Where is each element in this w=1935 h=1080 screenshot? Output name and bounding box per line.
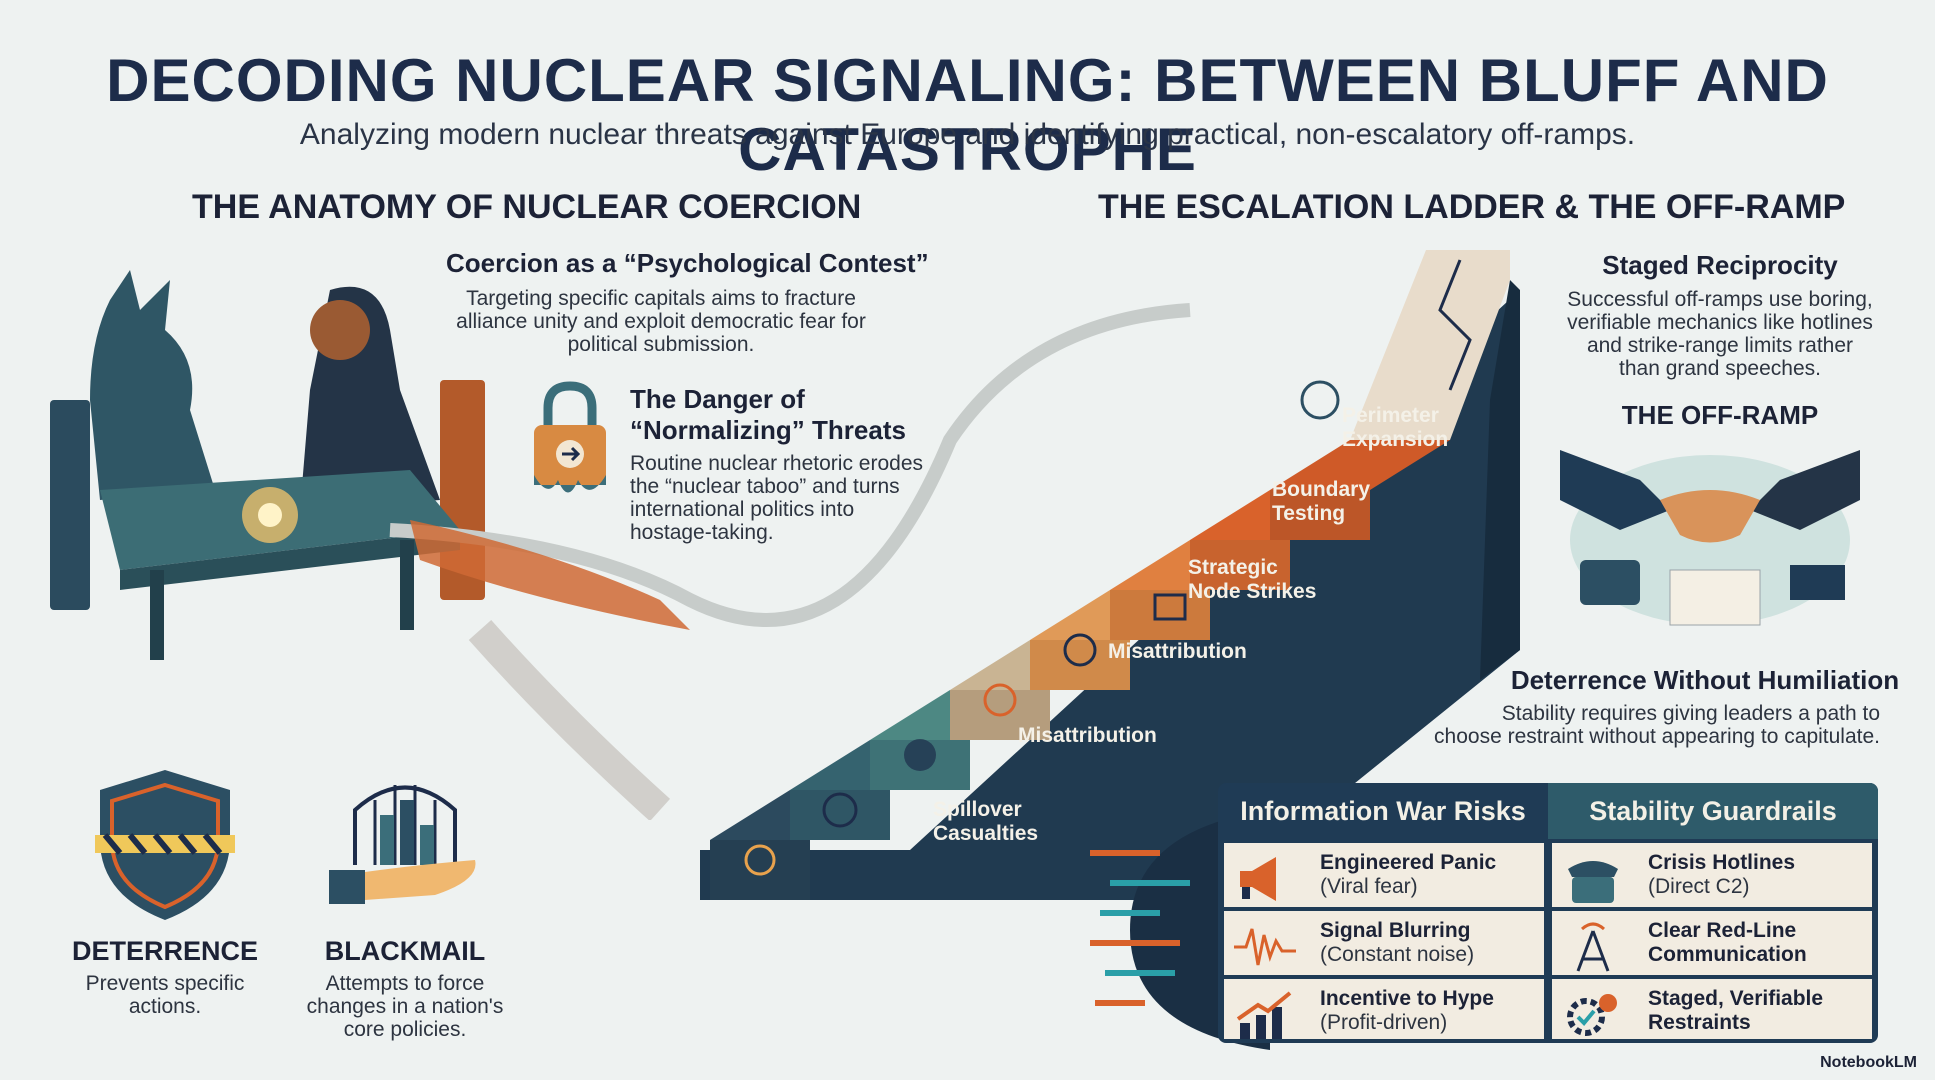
step-perimeter-line-2: Expansion	[1342, 428, 1449, 451]
telephone-icon	[1568, 861, 1618, 903]
danger-text: Routine nuclear rhetoric erodes the “nuc…	[630, 452, 923, 544]
guardrail-title: Clear Red-Line	[1648, 919, 1797, 942]
risk-title: Incentive to Hype	[1320, 987, 1494, 1010]
guardrail-title: Staged, Verifiable	[1648, 987, 1824, 1010]
reciprocity-line-4: than grand speeches.	[1619, 357, 1821, 380]
humiliation-line-1: Stability requires giving leaders a path…	[1501, 702, 1880, 725]
blur-icon	[904, 739, 936, 771]
step-boundary-line-2: Testing	[1272, 502, 1346, 525]
humiliation-line-2: choose restraint without appearing to ca…	[1434, 725, 1880, 748]
humiliation-text: Stability requires giving leaders a path…	[1430, 702, 1880, 748]
signal-icon	[744, 844, 776, 876]
contest-line-3: political submission.	[567, 333, 755, 356]
step-spillover-line-1: Spillover	[933, 798, 1022, 821]
broadcast-icon	[822, 792, 858, 828]
section-heading-ladder: THE ESCALATION LADDER & THE OFF-RAMP	[1098, 188, 1846, 226]
page-title: DECODING NUCLEAR SIGNALING: BETWEEN BLUF…	[106, 47, 1829, 183]
crack-icon	[1438, 259, 1472, 391]
step-label-strategic-node: Strategic Node Strikes	[1188, 556, 1316, 604]
book-icon	[1790, 565, 1845, 600]
danger-title-line-1: The Danger of	[630, 384, 805, 414]
step-strategic-line-1: Strategic	[1188, 556, 1278, 579]
handshake-illustration	[1560, 450, 1860, 626]
guardrails-header: Stability Guardrails	[1548, 783, 1878, 839]
risk-title: Engineered Panic	[1320, 851, 1497, 874]
risk-title: Signal Blurring	[1320, 919, 1471, 942]
step-label-perimeter-expansion: Perimeter Expansion	[1342, 404, 1448, 452]
guardrail-title: Crisis Hotlines	[1648, 851, 1796, 874]
danger-line-2: the “nuclear taboo” and turns	[630, 475, 900, 498]
guardrail-row: Staged, Verifiable Restraints	[1552, 979, 1872, 1039]
deterrence-title: DETERRENCE	[71, 936, 259, 966]
page-subtitle: Analyzing modern nuclear threats against…	[299, 118, 1636, 151]
danger-line-4: hostage-taking.	[630, 521, 774, 544]
guardrail-row: Crisis Hotlines (Direct C2)	[1552, 843, 1872, 907]
step-label-misattribution-2: Misattribution	[1108, 640, 1247, 663]
step-label-misattribution-1: Misattribution	[1018, 724, 1157, 747]
reciprocity-text: Successful off-ramps use boring, verifia…	[1510, 288, 1930, 380]
deterrence-line-2: actions.	[128, 995, 202, 1018]
telephone-icon	[1580, 560, 1640, 605]
risks-header: Information War Risks	[1240, 796, 1526, 826]
step-strategic-line-2: Node Strikes	[1188, 580, 1317, 603]
radio-tower-icon	[1576, 922, 1610, 972]
blackmail-line-3: core policies.	[343, 1018, 467, 1041]
risks-guardrails-table: Information War Risks Stability Guardrai…	[1218, 783, 1878, 1043]
padlock-icon	[534, 381, 606, 493]
guardrail-subtitle: (Direct C2)	[1648, 875, 1750, 898]
shield-icon	[95, 770, 235, 920]
negotiation-table-illustration	[50, 270, 485, 660]
escalation-staircase	[700, 250, 1520, 900]
contest-title: Coercion as a “Psychological Contest”	[446, 248, 929, 278]
risk-row: Signal Blurring (Constant noise)	[1224, 911, 1544, 975]
node-strike-icon	[1063, 633, 1097, 667]
risk-subtitle: (Viral fear)	[1320, 875, 1418, 898]
contest-line-1: Targeting specific capitals aims to frac…	[466, 287, 856, 310]
guardrail-subtitle: Communication	[1648, 943, 1807, 966]
offramp-heading: THE OFF-RAMP	[1621, 400, 1819, 430]
risk-subtitle: (Profit-driven)	[1320, 1011, 1448, 1034]
orbit-icon	[1300, 380, 1340, 420]
deterrence-text: Prevents specific actions.	[60, 972, 270, 1018]
megaphone-icon	[1240, 857, 1276, 901]
waveform-icon	[1234, 928, 1296, 966]
blackmail-line-1: Attempts to force	[325, 972, 485, 995]
caged-city-in-hand-icon	[329, 785, 476, 904]
danger-line-3: international politics into	[630, 498, 855, 521]
contest-line-2: alliance unity and exploit democratic fe…	[456, 310, 866, 333]
gear-check-icon	[1567, 994, 1617, 1036]
reciprocity-title: Staged Reciprocity	[1602, 250, 1838, 280]
guardrail-subtitle: Restraints	[1648, 1011, 1751, 1034]
deterrence-line-1: Prevents specific	[85, 972, 245, 995]
risk-row: Engineered Panic (Viral fear)	[1224, 843, 1544, 907]
profit-chart-icon	[1236, 991, 1292, 1039]
step-boundary-line-1: Boundary	[1272, 478, 1371, 501]
escalation-swoosh	[389, 303, 1191, 820]
section-heading-coercion: THE ANATOMY OF NUCLEAR COERCION	[192, 188, 862, 226]
reciprocity-line-3: and strike-range limits rather	[1586, 334, 1854, 357]
reciprocity-line-1: Successful off-ramps use boring,	[1567, 288, 1873, 311]
stair-risers	[710, 490, 1370, 900]
blackmail-text: Attempts to force changes in a nation's …	[290, 972, 520, 1041]
blackmail-line-2: changes in a nation's	[306, 995, 504, 1018]
step-spillover-line-2: Casualties	[933, 822, 1039, 845]
step-perimeter-line-1: Perimeter	[1342, 404, 1439, 427]
danger-line-1: Routine nuclear rhetoric erodes	[630, 452, 923, 475]
humiliation-title: Deterrence Without Humiliation	[1510, 665, 1900, 695]
network-node-icon	[983, 683, 1017, 717]
step-label-spillover: Spillover Casualties	[933, 798, 1038, 846]
contest-text: Targeting specific capitals aims to frac…	[436, 287, 886, 356]
danger-title: The Danger of “Normalizing” Threats	[630, 384, 906, 446]
walking-person-icon	[1153, 593, 1187, 621]
danger-title-line-2: “Normalizing” Threats	[630, 415, 906, 445]
notebooklm-badge: NotebookLM	[1820, 1054, 1917, 1071]
blackmail-title: BLACKMAIL	[324, 936, 486, 966]
step-label-boundary-testing: Boundary Testing	[1272, 478, 1370, 526]
risk-subtitle: (Constant noise)	[1320, 943, 1475, 966]
reciprocity-line-2: verifiable mechanics like hotlines	[1567, 311, 1873, 334]
guardrail-row: Clear Red-Line Communication	[1552, 911, 1872, 975]
risk-row: Incentive to Hype (Profit-driven)	[1224, 979, 1544, 1039]
